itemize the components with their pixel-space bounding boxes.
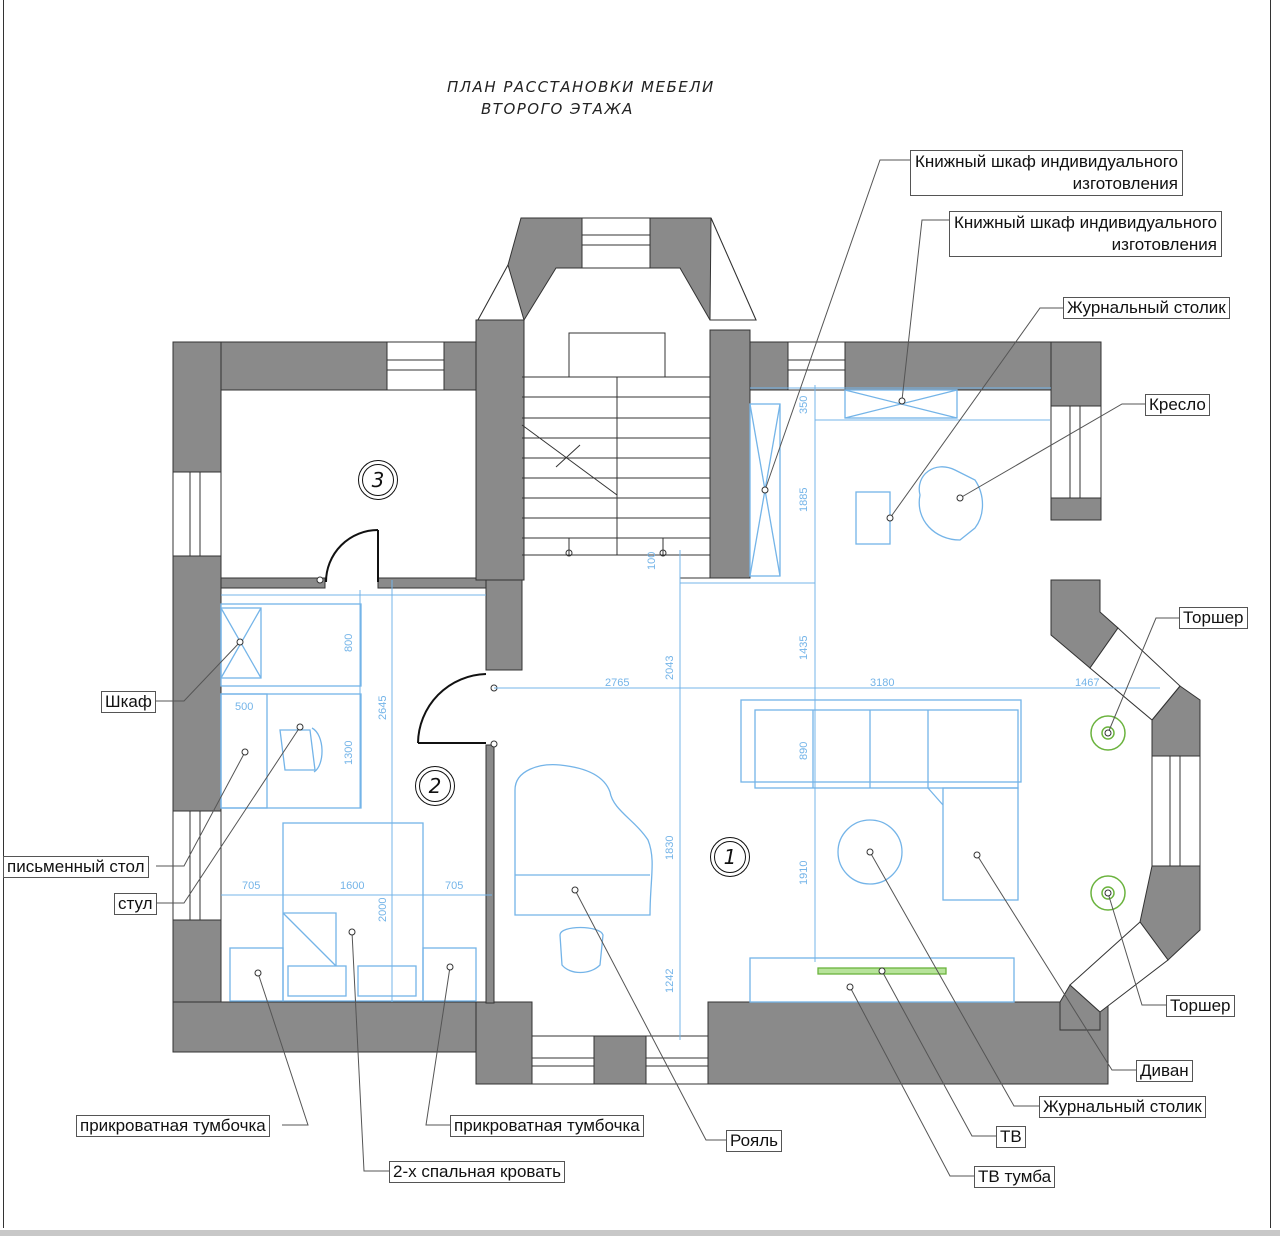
dim-2000: 2000: [377, 898, 389, 922]
wall-top-right-a: [749, 341, 789, 391]
wall-left-upper: [172, 341, 222, 473]
plan-title-line2: ВТОРОГО ЭТАЖА: [481, 100, 634, 118]
dim-1910: 1910: [798, 861, 810, 885]
wall-bottom-stub-left: [475, 1001, 533, 1085]
wall-bottom-right: [707, 1001, 1109, 1085]
dim-1242: 1242: [664, 969, 676, 993]
dim-1300: 1300: [343, 741, 355, 765]
label-coffee-table-top: Журнальный столик: [1063, 297, 1230, 319]
bottom-bar: [0, 1230, 1280, 1236]
dimension-lines: [221, 385, 1160, 1040]
wall-bottom-pier: [593, 1035, 647, 1085]
wall-left-mid: [172, 555, 222, 812]
dim-1467: 1467: [1075, 677, 1099, 689]
label-coffee-table-bottom: Журнальный столик: [1039, 1096, 1206, 1118]
bookcase-horizontal: [844, 389, 958, 419]
label-floor-lamp-bottom: Торшер: [1166, 995, 1235, 1017]
room-1-marker: 1: [710, 837, 750, 877]
wall-room3-bottom-left: [220, 577, 326, 589]
dim-500: 500: [235, 701, 253, 713]
label-nightstand-left: прикроватная тумбочка: [76, 1115, 270, 1137]
room-3-marker: 3: [358, 460, 398, 500]
label-piano: Рояль: [726, 1130, 783, 1152]
wall-right-corner: [1050, 341, 1102, 407]
doors: [325, 529, 487, 744]
plan-title-line1: ПЛАН РАССТАНОВКИ МЕБЕЛИ: [447, 78, 715, 96]
label-armchair: Кресло: [1145, 394, 1210, 416]
dim-1830: 1830: [664, 836, 676, 860]
dim-100: 100: [646, 552, 658, 570]
dim-1885: 1885: [798, 488, 810, 512]
label-double-bed: 2-х спальная кровать: [389, 1161, 565, 1183]
floor-lamps: [1090, 715, 1126, 911]
label-nightstand-right: прикроватная тумбочка: [450, 1115, 644, 1137]
dimension-texts: 350 1885 100 1435 2765 2043 3180 1467 89…: [235, 396, 1099, 993]
room-2-marker: 2: [415, 766, 455, 806]
dim-705-left: 705: [242, 880, 260, 892]
dim-800: 800: [343, 634, 355, 652]
page-border-left: [3, 0, 4, 1228]
dim-2765: 2765: [605, 677, 629, 689]
dim-890: 890: [798, 742, 810, 760]
staircase: [521, 332, 750, 579]
wall-bottom-left: [172, 1001, 524, 1053]
wall-inner-vertical-lower: [485, 744, 495, 1004]
furniture: [220, 389, 1022, 1003]
dim-2645: 2645: [377, 696, 389, 720]
label-tv-stand: ТВ тумба: [974, 1166, 1056, 1188]
dim-705-right: 705: [445, 880, 463, 892]
wall-right-pier: [1050, 497, 1102, 521]
page-border-right: [1270, 0, 1271, 1228]
wall-tower-right-vertical: [709, 329, 751, 579]
bookcase-vertical: [749, 403, 781, 577]
walls: [172, 217, 1201, 1085]
label-desk: письменный стол: [3, 856, 149, 878]
coffee-table-small: [855, 491, 891, 545]
dim-1435: 1435: [798, 636, 810, 660]
leader-lines: [156, 159, 1180, 1177]
windows: [172, 217, 1201, 1085]
label-tv: ТВ: [996, 1126, 1026, 1148]
label-chair: стул: [114, 893, 157, 915]
wall-tower-left-vertical: [475, 319, 525, 581]
label-sofa: Диван: [1136, 1060, 1193, 1082]
armchair: [918, 466, 984, 541]
dim-350: 350: [798, 396, 810, 414]
wall-room3-bottom-right: [377, 577, 487, 589]
dim-1600: 1600: [340, 880, 364, 892]
dim-2043: 2043: [664, 656, 676, 680]
label-wardrobe: Шкаф: [101, 691, 156, 713]
label-floor-lamp-top: Торшер: [1179, 607, 1248, 629]
dim-3180: 3180: [870, 677, 894, 689]
